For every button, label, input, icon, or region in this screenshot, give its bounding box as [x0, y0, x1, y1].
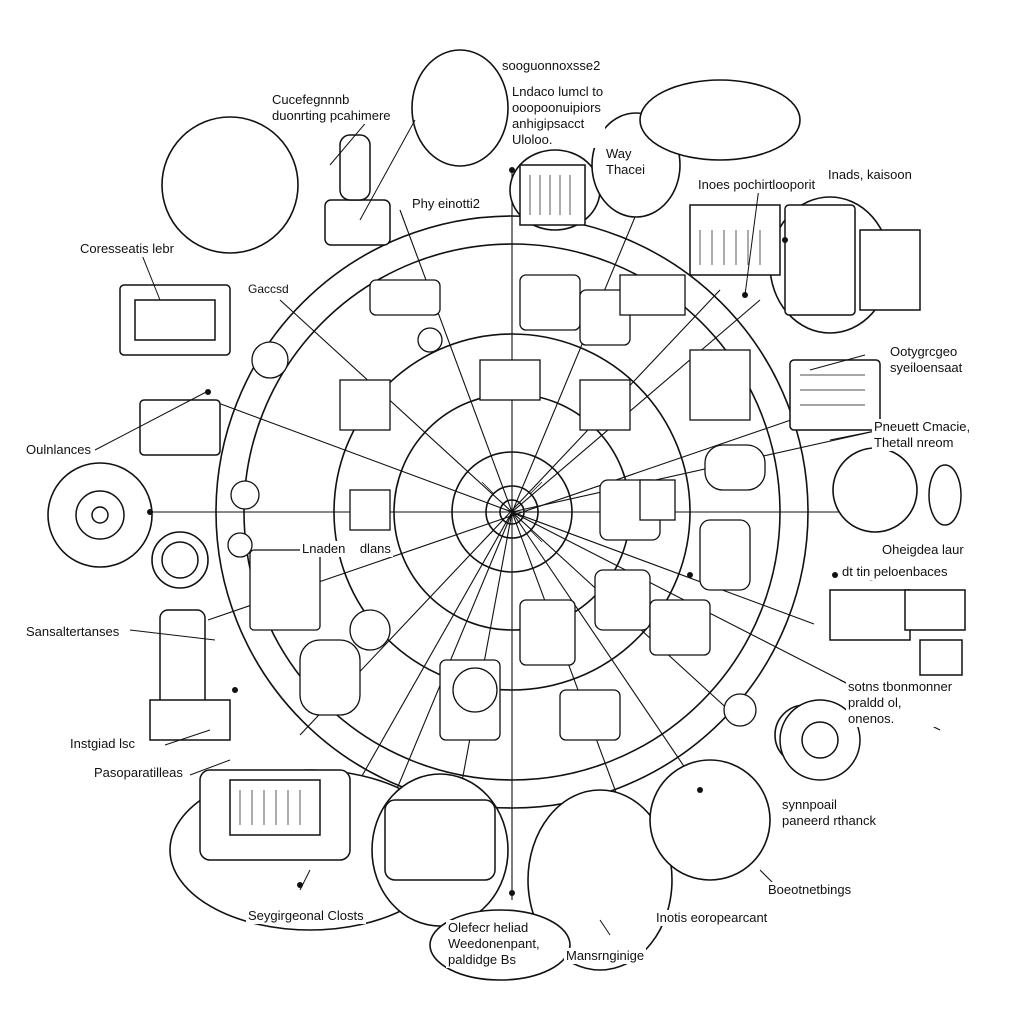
- label-boeot: Boeotnetbings: [766, 882, 853, 898]
- label-sans: Sansaltertanses: [24, 624, 121, 640]
- bubble-bottom-right: [650, 760, 770, 880]
- label-outer-right-b: Pneuett Cmacie, Thetall nreom: [872, 419, 972, 451]
- ring-obj-15: [300, 640, 360, 715]
- ring-obj-23: [228, 533, 252, 557]
- ring-obj-21: [252, 342, 288, 378]
- ring-obj-24: [350, 610, 390, 650]
- label-dt: dt tin peloenbaces: [840, 564, 950, 580]
- label-sotns: sotns tbonmonner praldd ol, onenos.: [846, 679, 954, 727]
- label-seygiro: Seygirgeonal Closts: [246, 908, 366, 924]
- obj-blocks-right-lower-b: [905, 590, 965, 630]
- bubble-top-left: [162, 117, 298, 253]
- ring-obj-22: [231, 481, 259, 509]
- bubble-top-right: [640, 80, 800, 160]
- label-top-center-a: sooguonnoxsse2: [500, 58, 602, 74]
- label-lnaden: Lnaden dlans: [300, 541, 393, 557]
- ring-obj-19: [580, 380, 630, 430]
- ring-obj-13: [650, 600, 710, 655]
- ring-obj-20: [340, 380, 390, 430]
- label-pasop: Pasoparatilleas: [92, 765, 185, 781]
- label-inads: Inads, kaisoon: [826, 167, 914, 183]
- ring-obj-3: [620, 275, 685, 315]
- ring-obj-5: [690, 350, 750, 420]
- obj-block-right-a: [785, 205, 855, 315]
- label-corsess: Coresseatis lebr: [78, 241, 176, 257]
- label-olefecr: Olefecr heliad Weedonenpant, paldidge Bs: [446, 920, 542, 968]
- obj-tray-left: [140, 400, 220, 455]
- ring-obj-7: [700, 520, 750, 590]
- obj-box-left-upper-inner: [135, 300, 215, 340]
- obj-cube-right: [920, 640, 962, 675]
- ring-obj-6: [705, 445, 765, 490]
- label-inotis: Inotis eoropearcant: [654, 910, 769, 926]
- ring-obj-18: [480, 360, 540, 400]
- obj-tower-left-base: [150, 700, 230, 740]
- ring-obj-26: [418, 328, 442, 352]
- obj-machine-bottom-left-panel: [230, 780, 320, 835]
- ring-obj-1: [520, 275, 580, 330]
- ring-obj-9: [595, 570, 650, 630]
- obj-stamp-handle: [340, 135, 370, 200]
- label-top-center-b: Lndaco lumcl to ooopoonuipiors anhigipsa…: [510, 84, 605, 148]
- obj-panel-top-right: [690, 205, 780, 275]
- label-gaccso: Gaccsd: [246, 282, 291, 296]
- label-top-left-a: Cucefegnnnb duonrting pcahimere: [270, 92, 393, 124]
- obj-stamp-top-left: [325, 200, 390, 245]
- obj-blocks-right-lower-a: [830, 590, 910, 640]
- obj-onion-left: [162, 542, 198, 578]
- label-ohergdea: Oheigdea laur: [880, 542, 966, 558]
- label-instgrad: Instgiad lsc: [68, 736, 137, 752]
- obj-vase-right: [929, 465, 961, 525]
- label-inoes: Inoes pochirtlooporit: [696, 177, 817, 193]
- ring-obj-12: [560, 690, 620, 740]
- label-mansrg: Mansrnginige: [564, 948, 646, 964]
- obj-coil-left-core: [92, 507, 108, 523]
- label-way: Way Thacei: [604, 146, 647, 178]
- ring-obj-10: [520, 600, 575, 665]
- ring-obj-27: [453, 668, 497, 712]
- label-oulances: Oulnlances: [24, 442, 93, 458]
- label-phy: Phy einotti2: [410, 196, 482, 212]
- obj-device-right: [790, 360, 880, 430]
- obj-wheel-right-inner: [802, 722, 838, 758]
- obj-block-right-b: [860, 230, 920, 310]
- bubble-top-center: [412, 50, 508, 166]
- bubble-right-mid: [833, 448, 917, 532]
- ring-obj-4: [370, 280, 440, 315]
- label-synnpai: synnpoail paneerd rthanck: [780, 797, 878, 829]
- ring-obj-14: [250, 550, 320, 630]
- ring-obj-16: [350, 490, 390, 530]
- label-outer-right-a: Ootygrcgeo syeiloensaat: [888, 344, 964, 376]
- obj-box-bottom-center: [385, 800, 495, 880]
- ring-obj-25: [724, 694, 756, 726]
- ring-obj-17: [640, 480, 675, 520]
